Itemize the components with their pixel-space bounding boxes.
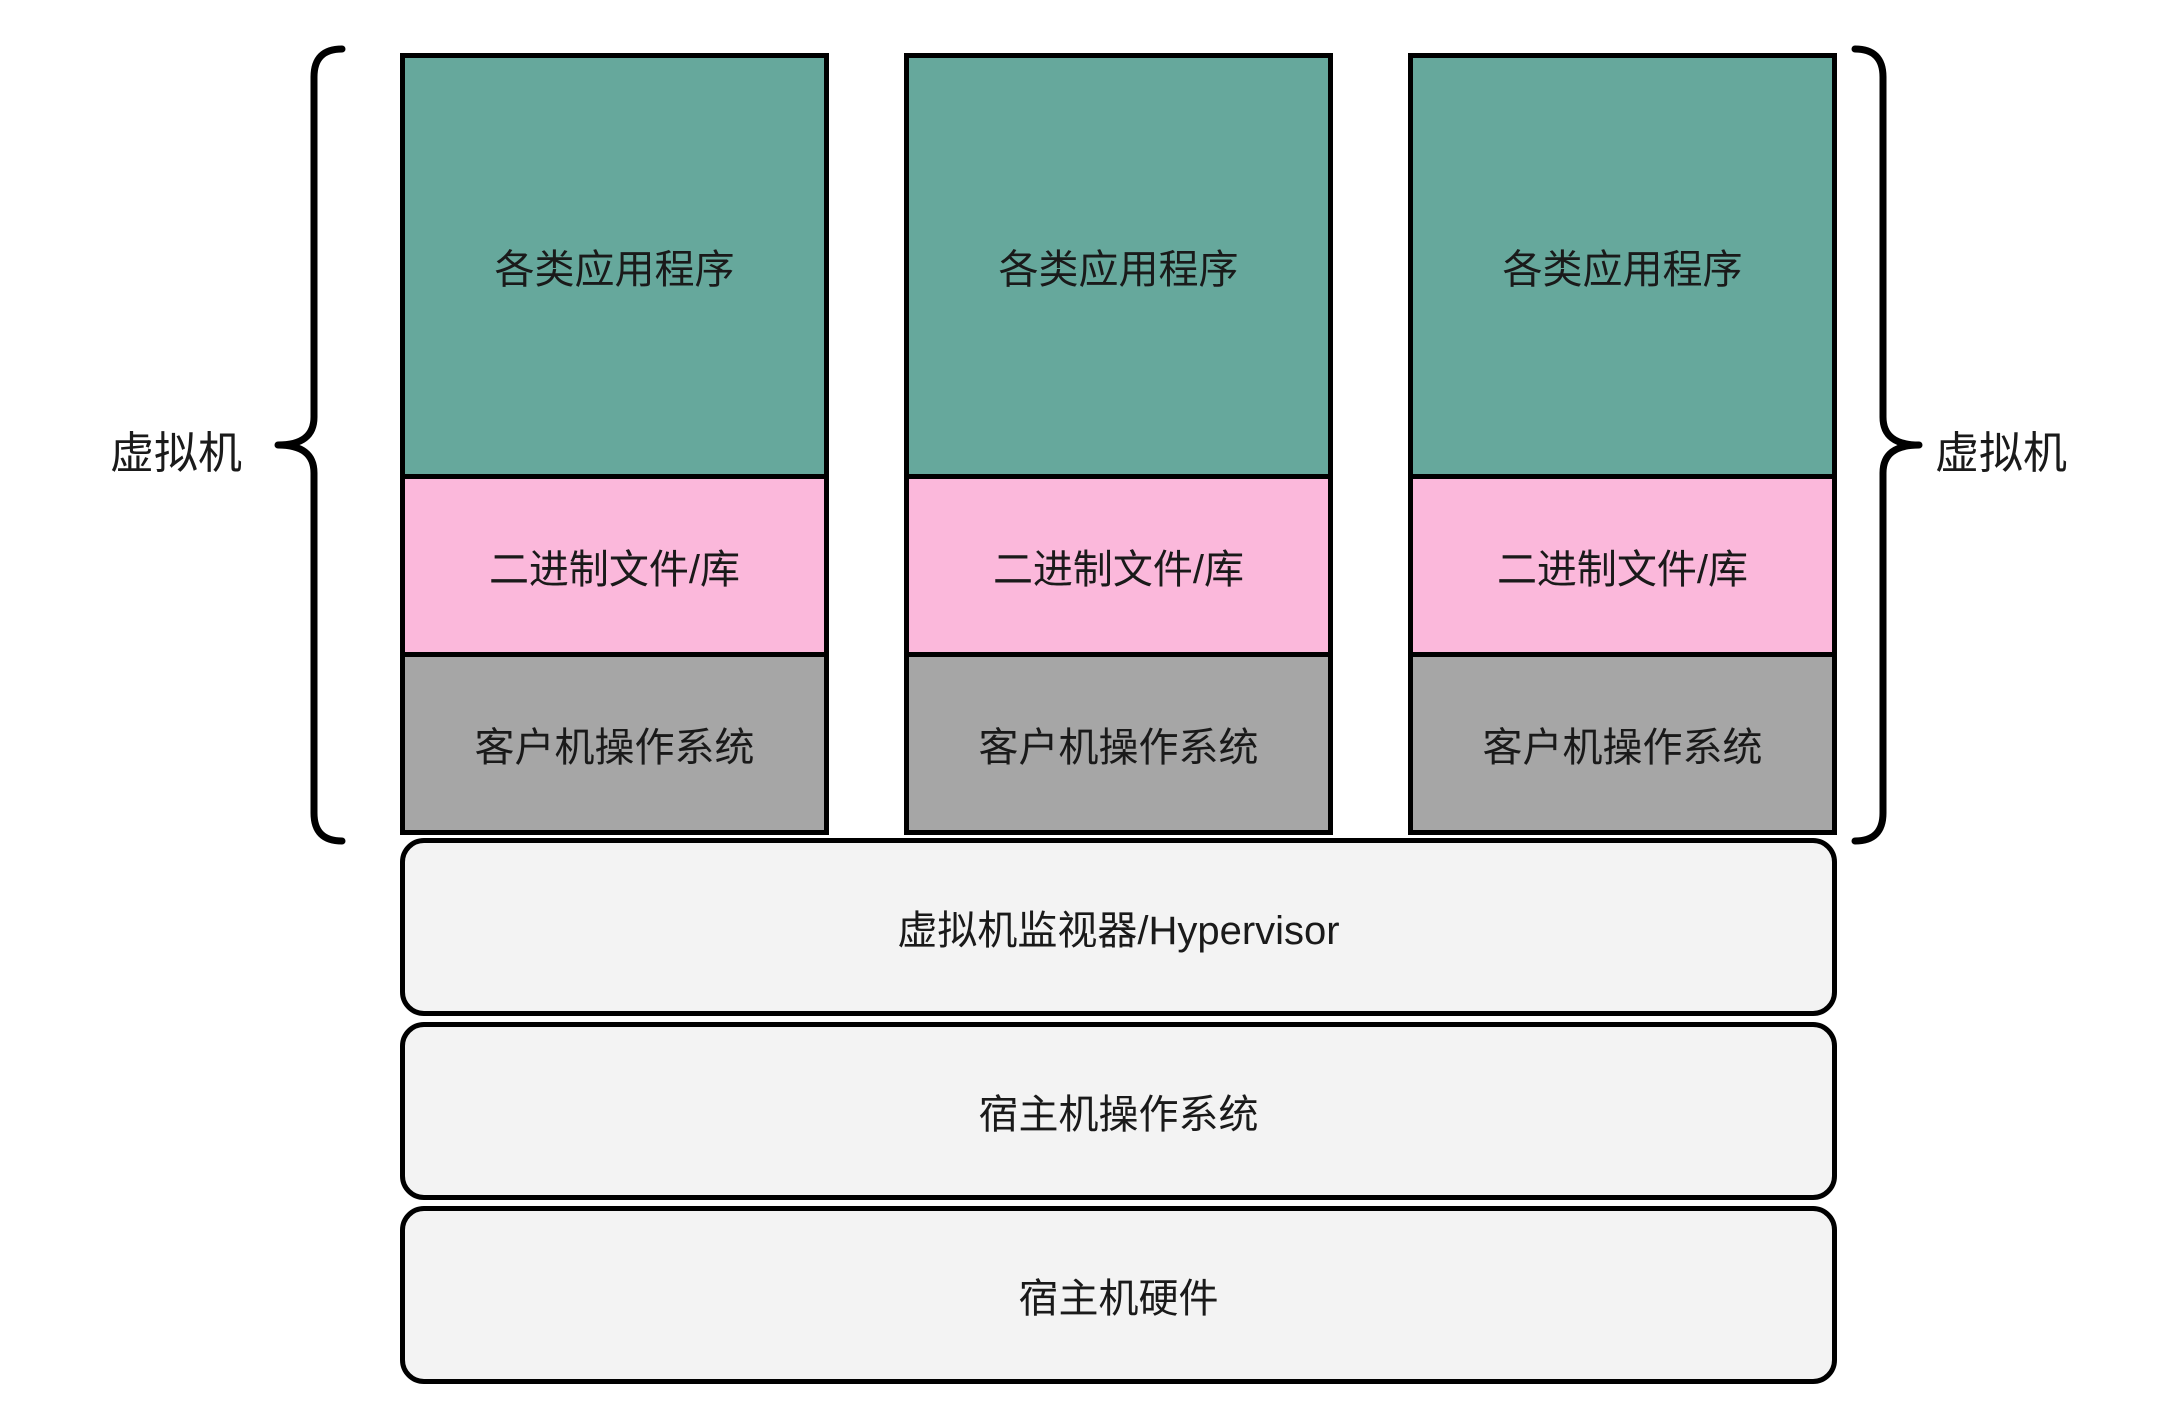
hypervisor-label: 虚拟机监视器/Hypervisor (897, 909, 1340, 953)
vm-brace-label-right: 虚拟机 (1935, 429, 2067, 478)
vm3-binaries-layer-label: 二进制文件/库 (1496, 547, 1749, 592)
vm2-apps-layer-label: 各类应用程序 (998, 248, 1239, 292)
vm1-binaries-layer-box: 二进制文件/库 (400, 474, 829, 657)
host-hardware-label: 宿主机硬件 (1018, 1277, 1219, 1321)
vm1-apps-layer-label: 各类应用程序 (494, 248, 735, 292)
vm2-guest-os-layer-label: 客户机操作系统 (978, 725, 1259, 770)
vm3-guest-os-layer-box: 客户机操作系统 (1408, 652, 1837, 835)
vm3-apps-layer-box: 各类应用程序 (1408, 53, 1837, 479)
hypervisor-box: 虚拟机监视器/Hypervisor (400, 838, 1837, 1016)
host-hardware-box: 宿主机硬件 (400, 1206, 1837, 1384)
vm2-binaries-layer-box: 二进制文件/库 (904, 474, 1333, 657)
vm3-binaries-layer-box: 二进制文件/库 (1408, 474, 1837, 657)
vm-brace-label-left: 虚拟机 (110, 429, 242, 478)
vm3-apps-layer-label: 各类应用程序 (1502, 248, 1743, 292)
vm1-apps-layer-box: 各类应用程序 (400, 53, 829, 479)
right-curly-brace (1851, 45, 1923, 845)
vm2-binaries-layer-label: 二进制文件/库 (992, 547, 1245, 592)
vm3-guest-os-layer-label: 客户机操作系统 (1482, 725, 1763, 770)
vm1-guest-os-layer-label: 客户机操作系统 (474, 725, 755, 770)
vm2-apps-layer-box: 各类应用程序 (904, 53, 1333, 479)
vm-column-1: 各类应用程序 二进制文件/库 客户机操作系统 (400, 53, 829, 835)
vm-column-3: 各类应用程序 二进制文件/库 客户机操作系统 (1408, 53, 1837, 835)
host-os-box: 宿主机操作系统 (400, 1022, 1837, 1200)
left-curly-brace (274, 45, 346, 845)
vm-column-2: 各类应用程序 二进制文件/库 客户机操作系统 (904, 53, 1333, 835)
vm1-binaries-layer-label: 二进制文件/库 (488, 547, 741, 592)
vm2-guest-os-layer-box: 客户机操作系统 (904, 652, 1333, 835)
host-os-label: 宿主机操作系统 (978, 1093, 1259, 1137)
vm1-guest-os-layer-box: 客户机操作系统 (400, 652, 829, 835)
vm-columns: 各类应用程序 二进制文件/库 客户机操作系统 各类应用程序 二进制文件/库 客户… (400, 53, 1837, 835)
